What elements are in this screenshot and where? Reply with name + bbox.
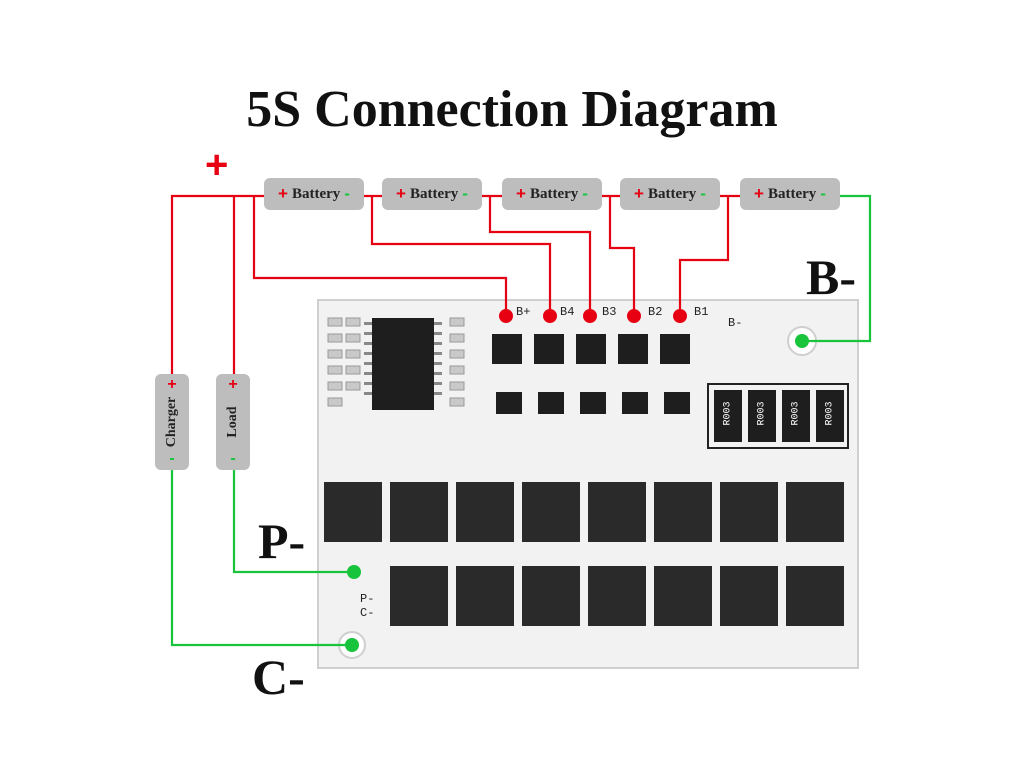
battery-4: + Battery - (620, 178, 720, 210)
pad-b-plus-dot (499, 309, 513, 323)
diagram-title: 5S Connection Diagram (246, 81, 778, 138)
pad-b1-dot (673, 309, 687, 323)
battery-3: + Battery - (502, 178, 602, 210)
battery-1-label: Battery (291, 185, 341, 202)
shunt-resistors (707, 383, 849, 449)
balance-resistors (492, 334, 690, 414)
battery-5: + Battery - (740, 178, 840, 210)
pcb-label-c-minus: C- (360, 606, 375, 620)
pad-label-b1: B1 (694, 305, 709, 319)
battery-2: + Battery - (382, 178, 482, 210)
mosfet-row-bottom (390, 566, 844, 626)
battery-1-positive: + (278, 184, 288, 203)
c-minus-label: C- (252, 649, 305, 705)
battery-4-label: Battery (647, 185, 697, 202)
battery-3-positive: + (516, 184, 526, 203)
battery-5-label: Battery (767, 185, 817, 202)
pad-label-b3: B3 (602, 305, 617, 319)
pad-b4-dot (543, 309, 557, 323)
c-minus-dot (345, 638, 359, 652)
p-minus-dot (347, 565, 361, 579)
shunt-2-marking: R003 (756, 401, 768, 426)
controller-ic (372, 318, 434, 410)
charger-box: + Charger - (155, 374, 189, 470)
battery-4-negative: - (700, 184, 706, 203)
battery-5-positive: + (754, 184, 764, 203)
battery-3-negative: - (582, 184, 588, 203)
b-minus-label: B- (806, 249, 856, 305)
charger-label: Charger (164, 396, 179, 448)
positive-wires (170, 194, 742, 380)
pad-b2-dot (627, 309, 641, 323)
shunt-3-marking: R003 (790, 401, 802, 426)
pad-b3-dot (583, 309, 597, 323)
load-positive: + (228, 376, 238, 393)
shunt-1-marking: R003 (722, 401, 734, 426)
load-box: + Load - (216, 374, 250, 470)
negative-wires (170, 194, 872, 647)
pad-label-b-minus: B- (728, 316, 743, 330)
bms-board (317, 299, 859, 669)
mosfet-row-top (324, 482, 844, 542)
pad-label-b4: B4 (560, 305, 575, 319)
battery-3-label: Battery (529, 185, 579, 202)
battery-2-label: Battery (409, 185, 459, 202)
pad-label-b2: B2 (648, 305, 663, 319)
pad-label-b-plus: B+ (516, 305, 531, 319)
battery-4-positive: + (634, 184, 644, 203)
b-minus-dot (795, 334, 809, 348)
pcb-label-p-minus: P- (360, 592, 375, 606)
battery-5-negative: - (820, 184, 826, 203)
charger-positive: + (167, 376, 177, 393)
tap-points (345, 309, 809, 652)
shunt-4-marking: R003 (824, 401, 836, 426)
p-minus-label: P- (258, 513, 306, 569)
battery-2-negative: - (462, 184, 468, 203)
load-negative: - (230, 450, 236, 467)
charger-negative: - (169, 450, 175, 467)
battery-2-positive: + (396, 184, 406, 203)
plus-terminal-label: + (205, 143, 229, 187)
load-label: Load (225, 406, 240, 438)
battery-1: + Battery - (264, 178, 364, 210)
battery-1-negative: - (344, 184, 350, 203)
